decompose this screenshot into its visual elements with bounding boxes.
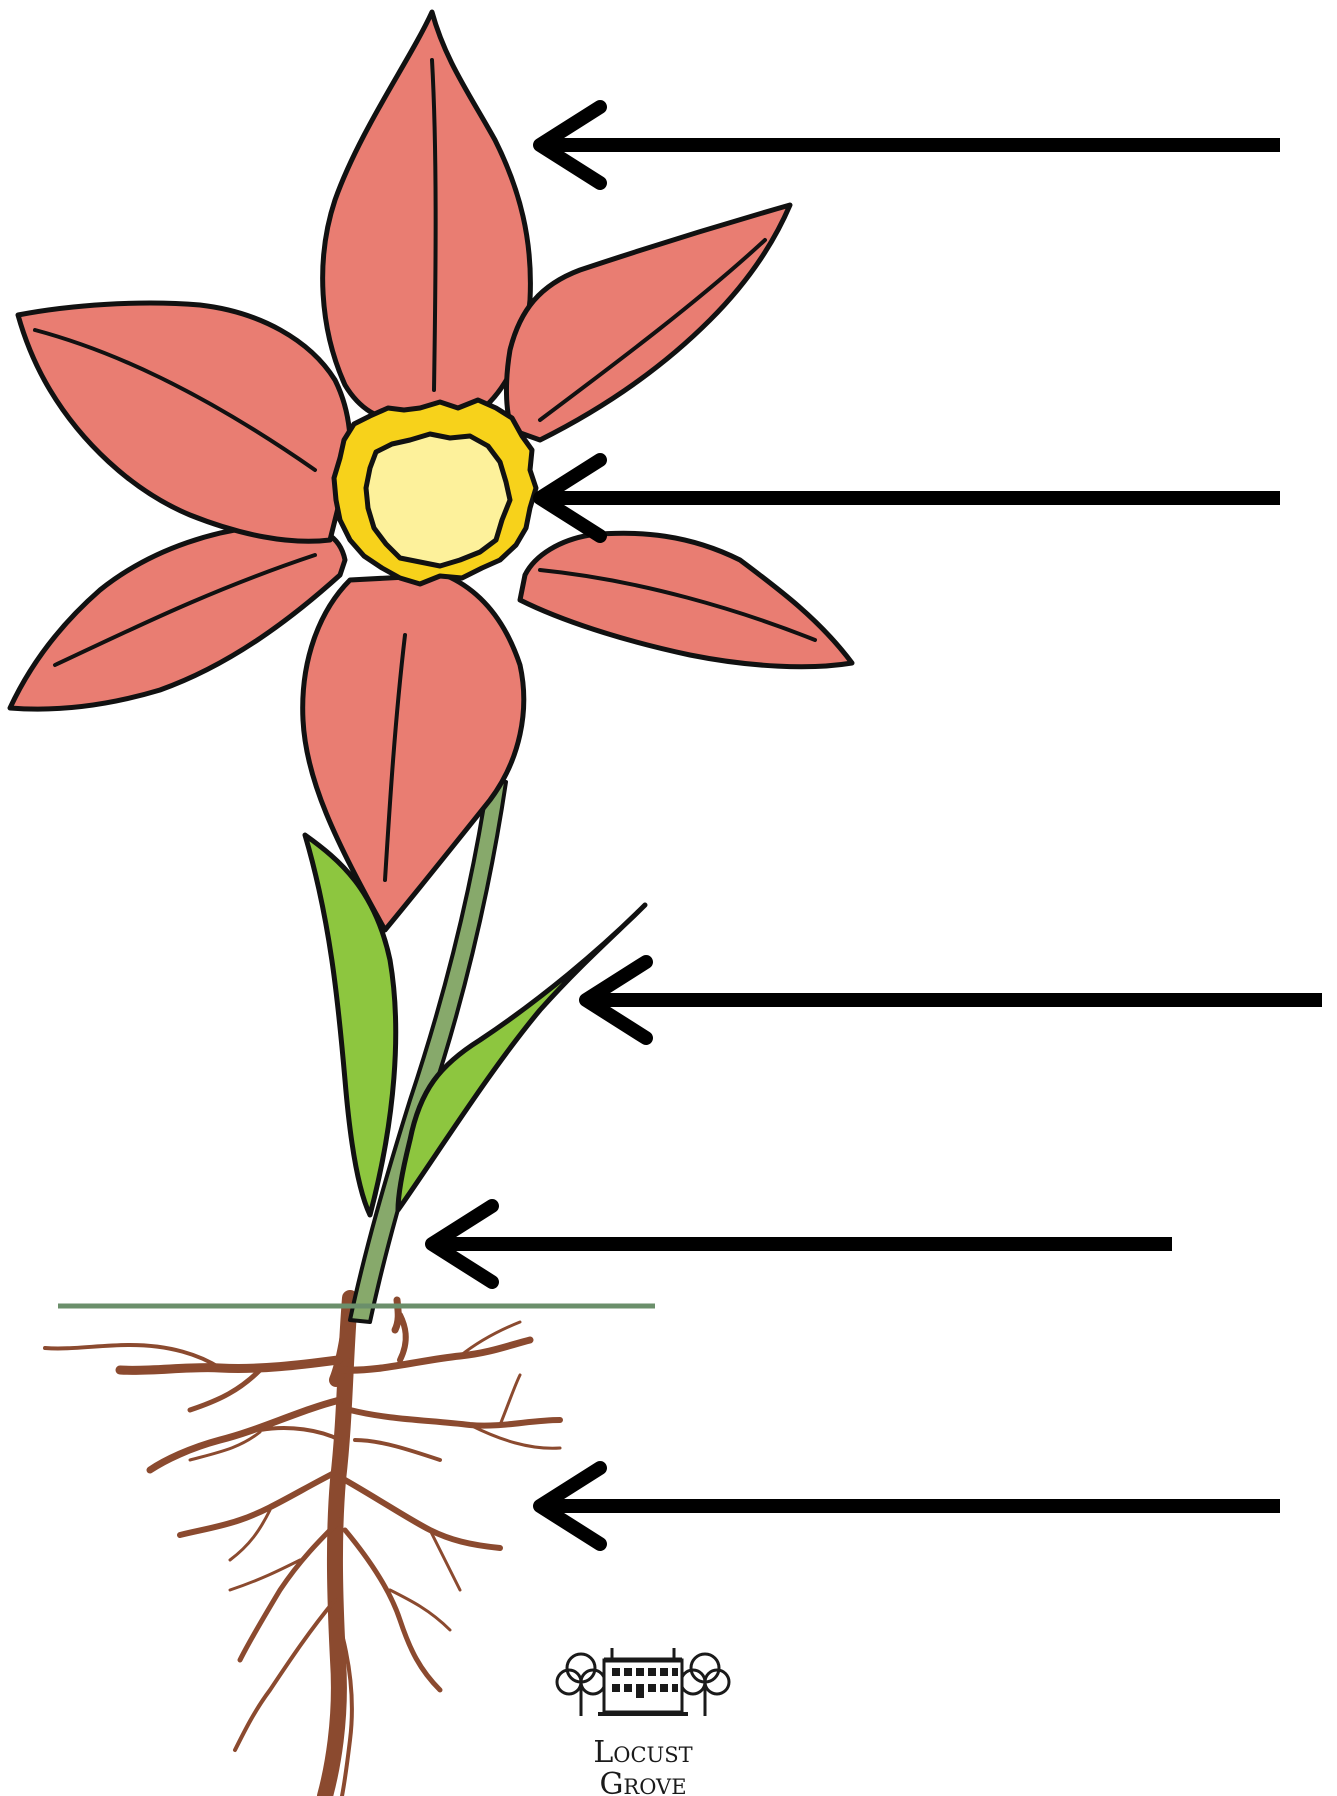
logo-text-line1: Locust	[593, 1735, 692, 1770]
arrow-center	[540, 460, 1280, 536]
flower-center	[366, 434, 510, 566]
arrow-roots	[540, 1468, 1280, 1544]
petal-right	[520, 533, 852, 666]
arrow-petal	[540, 107, 1280, 183]
petal-lower-left	[10, 525, 345, 709]
petal-upper-right	[506, 205, 790, 440]
petal-top	[323, 12, 531, 420]
arrow-stem	[432, 1206, 1172, 1282]
locust-grove-logo: Locust Grove	[557, 1648, 729, 1796]
house-icon	[557, 1648, 729, 1716]
roots	[45, 1298, 560, 1796]
arrow-leaf	[586, 962, 1322, 1038]
logo-text-line2: Grove	[599, 1767, 686, 1796]
